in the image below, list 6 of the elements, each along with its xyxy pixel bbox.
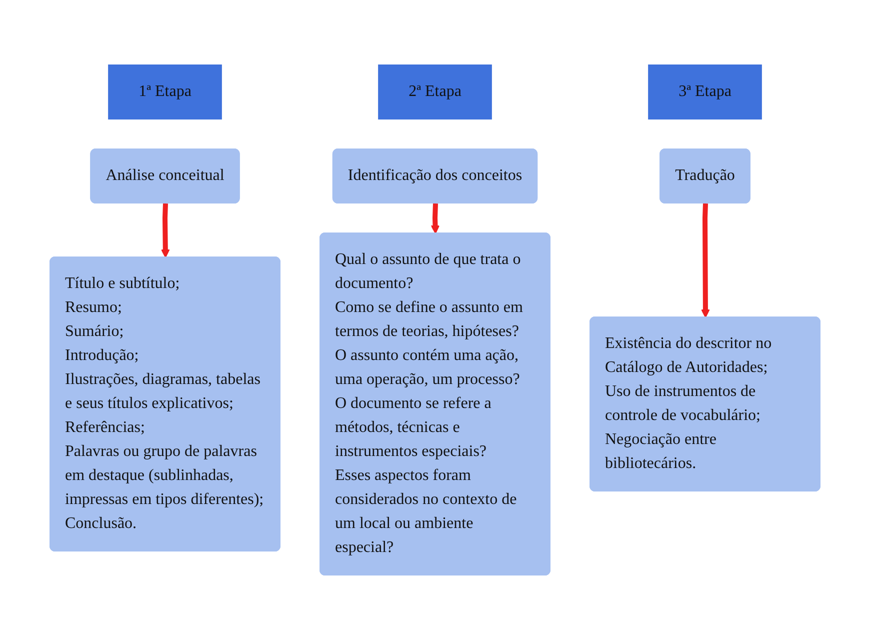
arrow	[430, 202, 440, 234]
node-box: 2ª Etapa	[378, 64, 492, 119]
node-box: 1ª Etapa	[108, 64, 222, 119]
arrow	[160, 202, 170, 258]
node-box: 3ª Etapa	[648, 64, 762, 119]
arrow	[700, 202, 710, 318]
